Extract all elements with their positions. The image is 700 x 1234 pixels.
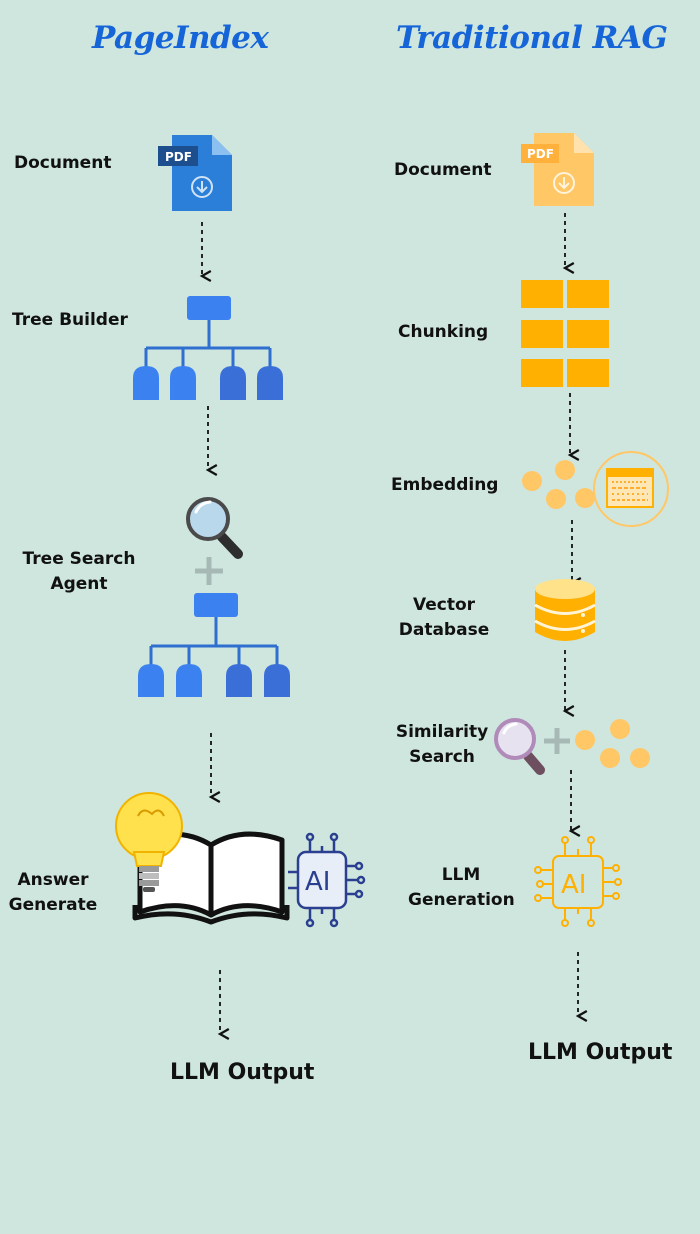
plus-icon: [195, 557, 223, 585]
left-document-label: Document: [14, 153, 112, 173]
search-tree-icon: [138, 593, 290, 697]
llm-generation-label: LLM Generation: [408, 865, 515, 910]
left-llm-output: LLM Output: [170, 1060, 315, 1085]
binary-data-icon: [593, 451, 669, 527]
tree-builder-label: Tree Builder: [12, 310, 128, 330]
right-pdf-document-icon: PDF: [521, 133, 594, 206]
magnifier-icon: [186, 497, 243, 559]
right-ai-chip-text: AI: [561, 870, 586, 900]
left-ai-chip-text: AI: [305, 867, 330, 897]
pageindex-title: PageIndex: [92, 20, 269, 56]
embedding-dots-icon: [522, 460, 595, 509]
vector-database-label: Vector Database: [398, 595, 490, 640]
traditional-rag-title: Traditional RAG: [396, 20, 668, 56]
similarity-magnifier-icon: [494, 718, 545, 775]
tree-search-agent-label: Tree Search Agent: [22, 549, 136, 594]
right-pdf-badge: PDF: [527, 147, 554, 161]
similarity-plus-icon: [544, 728, 570, 754]
right-llm-output: LLM Output: [528, 1040, 673, 1065]
chunk-grid-icon: [521, 280, 609, 387]
answer-generate-label: Answer Generate: [8, 870, 98, 915]
vector-database-icon: [534, 579, 596, 641]
similarity-dots-icon: [575, 719, 650, 768]
embedding-label: Embedding: [391, 475, 499, 495]
left-ai-chip-icon: [288, 832, 366, 928]
left-pdf-badge: PDF: [165, 150, 192, 164]
tree-builder-icon: [133, 296, 283, 400]
light-bulb-icon: [115, 792, 183, 892]
right-document-label: Document: [394, 160, 492, 180]
left-pdf-document-icon: PDF: [158, 135, 232, 211]
right-ai-chip-icon: [534, 836, 622, 927]
chunking-label: Chunking: [398, 322, 489, 342]
similarity-search-label: Similarity Search: [395, 722, 489, 767]
